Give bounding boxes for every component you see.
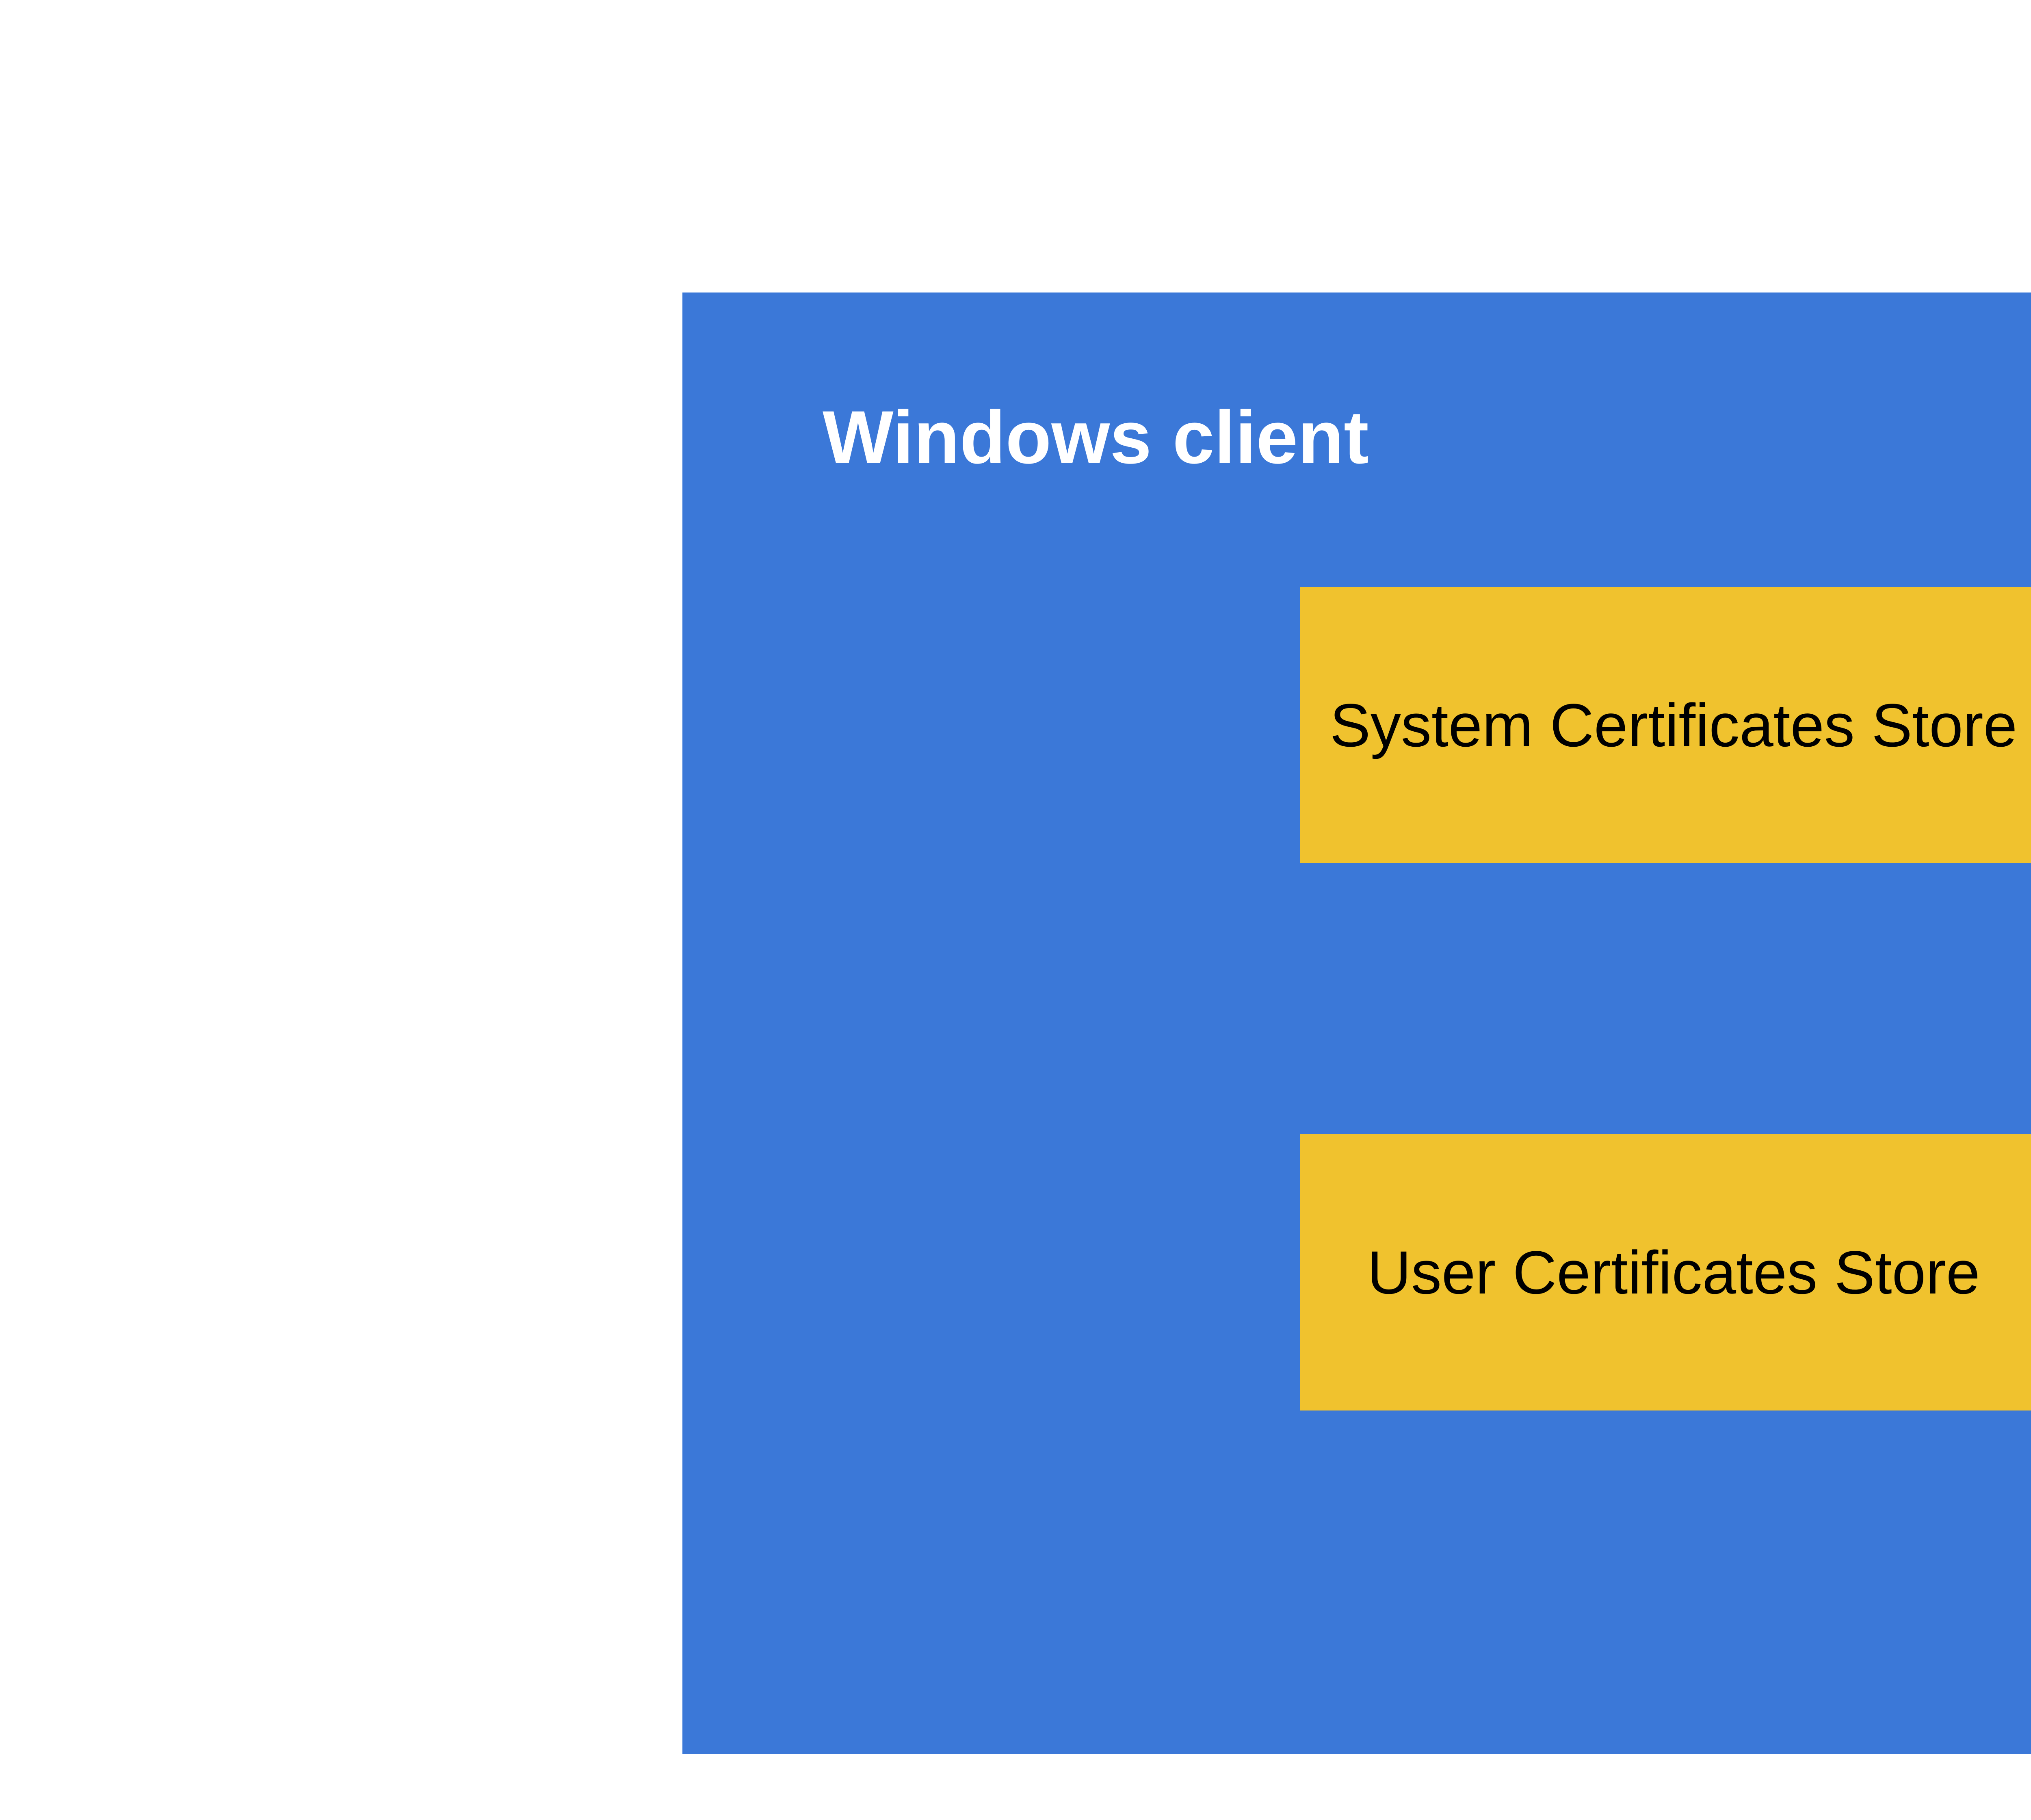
- windows-client-container: [682, 292, 2031, 1754]
- system-certificates-store-box[interactable]: System Certificates Store: [1300, 587, 2031, 863]
- system-certificates-store-label: System Certificates Store: [1329, 691, 2018, 759]
- windows-client-title: Windows client: [823, 396, 1369, 479]
- user-certificates-store-box[interactable]: User Certificates Store: [1300, 1134, 2031, 1410]
- user-certificates-store-label: User Certificates Store: [1367, 1238, 1980, 1306]
